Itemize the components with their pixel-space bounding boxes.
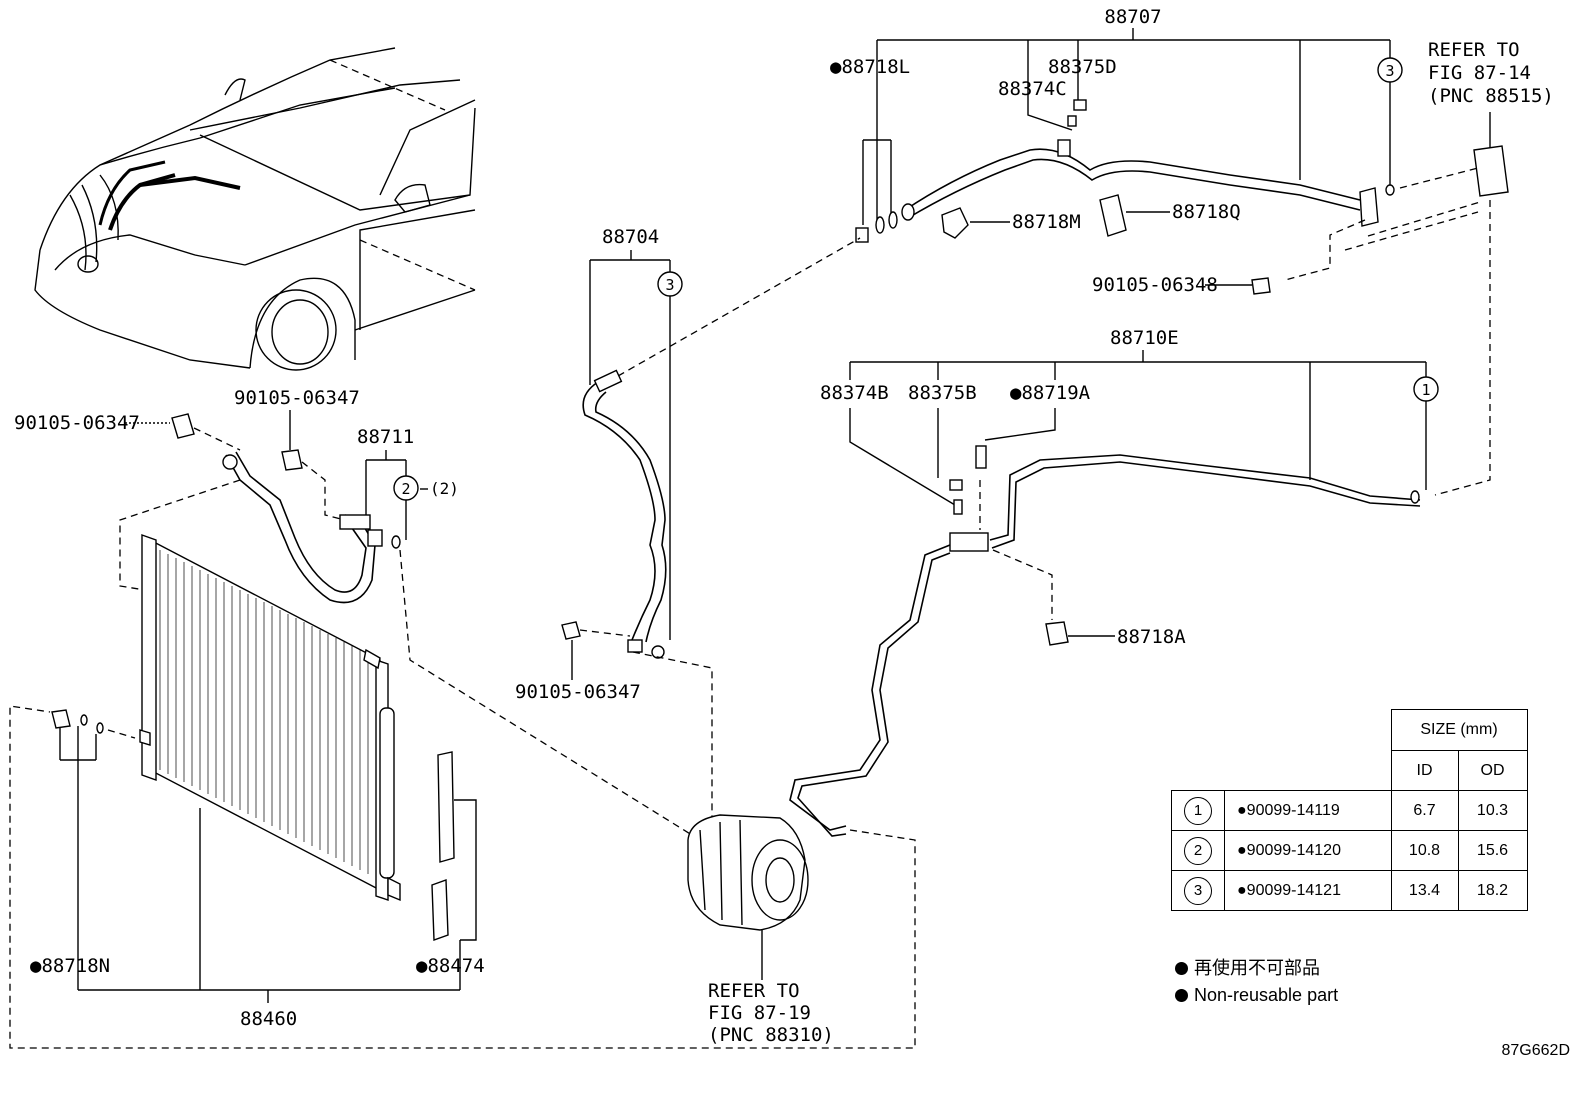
oring-1-symbol-label: 1 <box>1421 381 1430 399</box>
clamp-88718M-icon <box>941 207 969 239</box>
bolt-90105-06347-a-icon <box>171 413 195 439</box>
part-88711-group: 90105-06347 90105-06347 88711 2 (2) <box>14 387 701 841</box>
size-row-id: 6.7 <box>1390 790 1459 831</box>
figure-code: 87G662D <box>1501 1042 1571 1059</box>
car-front-illustration <box>34 47 476 371</box>
refer-87-14-line2: FIG 87-14 <box>1428 62 1531 84</box>
size-row: 3 ●90099-14121 13.4 18.2 <box>1171 870 1528 911</box>
size-row-id: 10.8 <box>1390 830 1459 871</box>
label-90105-06347-c: 90105-06347 <box>515 681 641 703</box>
size-row-key: 1 <box>1184 796 1212 825</box>
oring-size-table: SIZE (mm) ID OD 1 ●90099-14119 6.7 10.3 … <box>1171 709 1528 911</box>
size-row-od: 10.3 <box>1457 790 1528 831</box>
label-88474: ●88474 <box>416 955 485 977</box>
oring-2-symbol-label: 2 <box>401 480 410 498</box>
size-header: SIZE (mm) <box>1390 709 1528 751</box>
oring-1-symbol <box>1413 376 1439 402</box>
oring-3-symbol-88704 <box>657 271 683 297</box>
size-row: 1 ●90099-14119 6.7 10.3 <box>1171 790 1528 831</box>
size-row-key: 2 <box>1184 836 1212 865</box>
label-88718A: 88718A <box>1117 626 1186 648</box>
size-col-od: OD <box>1457 750 1528 791</box>
bolt-90105-06348-icon <box>1251 277 1271 295</box>
bullet-icon <box>1175 962 1188 975</box>
label-90105-06348: 90105-06348 <box>1092 274 1218 296</box>
refer-87-14-line1: REFER TO <box>1428 39 1520 61</box>
oring-3-symbol-88704-label: 3 <box>665 276 674 294</box>
label-88718N: ●88718N <box>30 955 110 977</box>
label-88711-qty: (2) <box>430 479 459 498</box>
size-row: 2 ●90099-14120 10.8 15.6 <box>1171 830 1528 871</box>
label-88375D: 88375D <box>1048 56 1117 78</box>
clamp-88718Q-icon <box>1099 194 1127 237</box>
label-88718Q: 88718Q <box>1172 201 1241 223</box>
compressor-illustration: REFER TO FIG 87-19 (PNC 88310) <box>687 814 834 1046</box>
oring-3-symbol-label: 3 <box>1385 62 1394 80</box>
filter-88474-icon <box>437 751 455 863</box>
label-88711: 88711 <box>357 426 414 448</box>
size-row-od: 18.2 <box>1457 870 1528 911</box>
label-88704: 88704 <box>602 226 659 248</box>
bullet-icon <box>1175 989 1188 1002</box>
refer-87-19-line1: REFER TO <box>708 980 800 1002</box>
label-88375B: 88375B <box>908 382 977 404</box>
size-row-part: ●90099-14119 <box>1224 790 1392 831</box>
part-88704-group: 88704 3 90105-06347 <box>515 226 713 830</box>
label-88707: 88707 <box>1104 6 1161 28</box>
condenser-callouts: ●88718N 88460 ●88474 <box>30 709 485 1030</box>
label-88710E: 88710E <box>1110 327 1179 349</box>
part-88710E-group: 88710E 1 88374B 88375B ●88719A 88718A <box>9 327 1439 1049</box>
label-90105-06347-a: 90105-06347 <box>14 412 140 434</box>
part-88707-group: 88707 ●88718L 88375D 88374C 3 88718M 887… <box>617 6 1554 496</box>
label-88718M: 88718M <box>1012 211 1081 233</box>
oring-3-symbol <box>1377 57 1403 83</box>
bolt-90105-06347-b-icon <box>281 449 303 471</box>
size-row-part: ●90099-14120 <box>1224 830 1392 871</box>
label-88719A: ●88719A <box>1010 382 1091 404</box>
legend-jp: 再使用不可部品 <box>1194 958 1320 978</box>
refer-87-19-line3: (PNC 88310) <box>708 1024 834 1046</box>
size-row-key: 3 <box>1184 876 1212 905</box>
condenser-88460-illustration <box>139 534 401 902</box>
size-col-id: ID <box>1390 750 1459 791</box>
label-88374B: 88374B <box>820 382 889 404</box>
expansion-valve-icon <box>1473 145 1509 197</box>
size-row-part: ●90099-14121 <box>1224 870 1392 911</box>
refer-87-19-line2: FIG 87-19 <box>708 1002 811 1024</box>
label-88460: 88460 <box>240 1008 297 1030</box>
legend: 再使用不可部品 Non-reusable part <box>1175 955 1338 1009</box>
plug-88474-icon <box>431 879 449 941</box>
size-row-od: 15.6 <box>1457 830 1528 871</box>
clamp-88718A-icon <box>1045 621 1069 646</box>
bolt-90105-06347-c-icon <box>561 621 581 640</box>
label-88374C: 88374C <box>998 78 1067 100</box>
bracket-88718N-icon <box>51 709 71 729</box>
label-88718L: ●88718L <box>830 56 910 78</box>
legend-en: Non-reusable part <box>1194 985 1339 1005</box>
size-row-id: 13.4 <box>1390 870 1459 911</box>
oring-2-symbol <box>393 475 419 501</box>
label-90105-06347-b: 90105-06347 <box>234 387 360 409</box>
refer-87-14-line3: (PNC 88515) <box>1428 85 1554 107</box>
